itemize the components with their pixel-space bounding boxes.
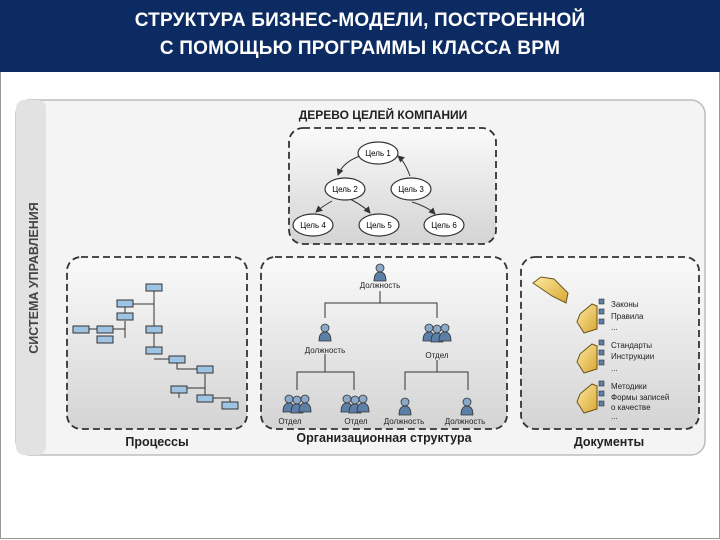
- folder-icon: [576, 343, 598, 374]
- doc-forms: Формы записей: [611, 393, 669, 402]
- org-panel: [260, 256, 508, 430]
- org-top: Должность: [360, 281, 401, 290]
- process-boxes: [72, 283, 239, 410]
- org-b1: Отдел: [278, 417, 301, 426]
- group-icon: [423, 324, 451, 342]
- goal-5: Цель 5: [366, 221, 392, 230]
- folder-icon: [576, 303, 598, 334]
- doc-methods: Методики: [611, 382, 647, 391]
- goal-arrows: [315, 155, 436, 215]
- side-label: СИСТЕМА УПРАВЛЕНИЯ: [27, 202, 41, 353]
- goals-title: ДЕРЕВО ЦЕЛЕЙ КОМПАНИИ: [299, 107, 468, 122]
- group-icon: [283, 395, 311, 413]
- side-band: [16, 100, 46, 455]
- doc-quality: о качестве: [611, 403, 651, 412]
- title-line-2: С ПОМОЩЬЮ ПРОГРАММЫ КЛАССА BPM: [159, 38, 561, 59]
- processes-title: Процессы: [125, 435, 188, 449]
- goal-6: Цель 6: [431, 221, 457, 230]
- org-lines: [296, 291, 469, 390]
- folder-icon: [576, 383, 598, 414]
- processes-panel: [66, 256, 248, 430]
- goal-3: Цель 3: [398, 185, 424, 194]
- org-b4: Должность: [445, 417, 486, 426]
- doc-standards: Стандарты: [611, 341, 652, 350]
- org-mid-left: Должность: [305, 346, 346, 355]
- doc-instructions: Инструкции: [611, 352, 654, 361]
- folder-icon: [532, 276, 569, 304]
- goal-4: Цель 4: [300, 221, 326, 230]
- doc-more-3: ...: [611, 412, 618, 421]
- org-title: Организационная структура: [296, 431, 472, 445]
- document-icons: [532, 276, 598, 414]
- doc-rules: Правила: [611, 312, 644, 321]
- goal-2: Цель 2: [332, 185, 358, 194]
- goal-nodes: Цель 1 Цель 2 Цель 3 Цель 4 Цель 5 Цель …: [292, 141, 465, 237]
- org-b3: Должность: [384, 417, 425, 426]
- org-mid-right: Отдел: [425, 351, 448, 360]
- org-b2: Отдел: [344, 417, 367, 426]
- doc-more-2: ...: [611, 364, 618, 373]
- doc-laws: Законы: [611, 300, 639, 309]
- documents-title: Документы: [574, 435, 644, 449]
- group-icon: [341, 395, 369, 413]
- goal-1: Цель 1: [365, 149, 391, 158]
- doc-tabs: [598, 298, 605, 407]
- title-line-1: СТРУКТУРА БИЗНЕС-МОДЕЛИ, ПОСТРОЕННОЙ: [134, 10, 586, 31]
- doc-more-1: ...: [611, 323, 618, 332]
- title-bar: СТРУКТУРА БИЗНЕС-МОДЕЛИ, ПОСТРОЕННОЙ С П…: [0, 0, 720, 72]
